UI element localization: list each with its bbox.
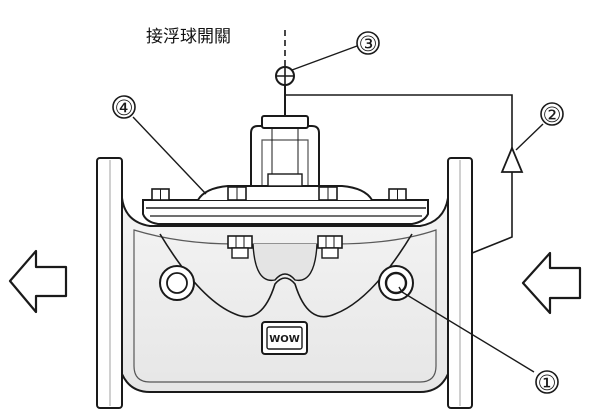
right-flange <box>447 157 473 409</box>
right-port <box>378 265 414 301</box>
callout-3: ③ <box>356 31 380 56</box>
cover-plate <box>142 185 429 225</box>
nameplate: WOW <box>261 321 308 355</box>
float-switch-label: 接浮球開關 <box>146 27 231 47</box>
valve-body <box>121 197 449 393</box>
body-inner-contour <box>133 229 437 383</box>
strainer-symbol <box>500 145 524 173</box>
left-flange <box>96 157 123 409</box>
cover-bolts <box>151 186 407 201</box>
callout-1: ① <box>535 370 559 395</box>
callout-4-leader <box>132 116 207 195</box>
left-port <box>159 265 195 301</box>
nameplate-text: WOW <box>269 334 300 345</box>
callout-3-number: ③ <box>359 32 378 56</box>
left-flow-arrow <box>8 249 68 314</box>
callout-2-number: ② <box>543 103 562 127</box>
callout-1-leader <box>398 286 535 373</box>
lower-bolt-right <box>317 235 343 259</box>
right-flow-arrow <box>521 251 582 315</box>
callout-1-number: ① <box>538 371 557 395</box>
callout-2: ② <box>540 102 564 127</box>
callout-4: ④ <box>112 95 136 120</box>
callout-3-leader <box>291 45 358 71</box>
callout-2-leader <box>515 123 544 151</box>
central-dome <box>159 233 413 318</box>
callout-4-number: ④ <box>115 96 134 120</box>
lower-bolt-left <box>227 235 253 259</box>
top-port-symbol <box>275 66 295 86</box>
bonnet <box>250 115 320 187</box>
